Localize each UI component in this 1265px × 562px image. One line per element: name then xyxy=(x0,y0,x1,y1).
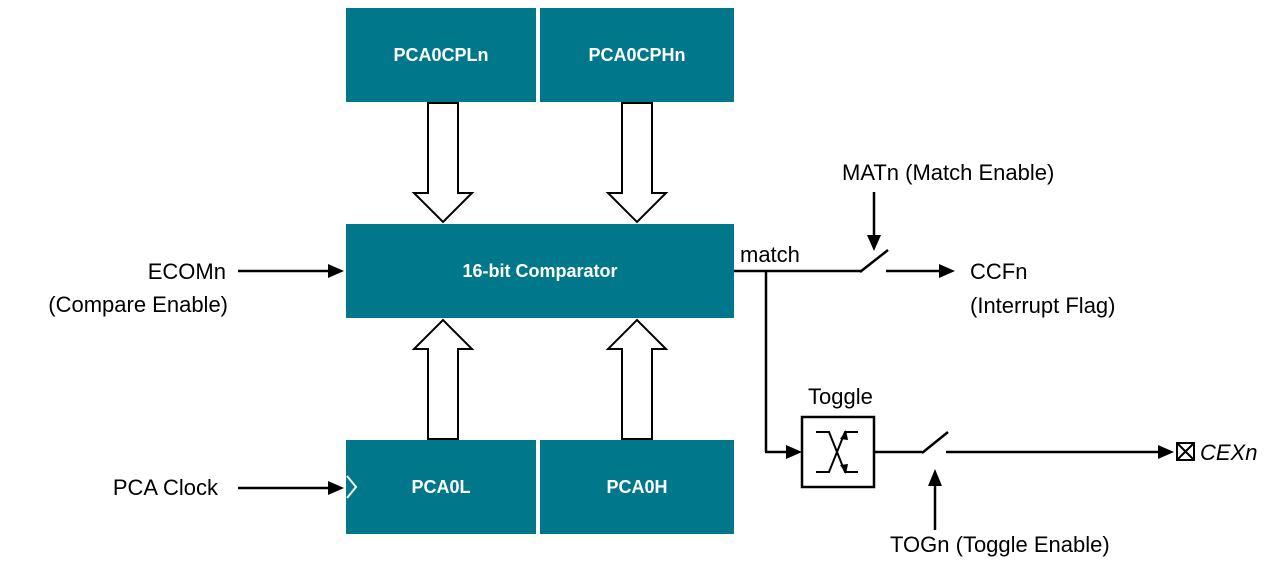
cex-arrowhead xyxy=(1158,445,1174,459)
pca0h-label: PCA0H xyxy=(606,477,667,497)
bus-arrow-pca0h-up xyxy=(605,318,669,440)
pca0h-block xyxy=(540,440,734,534)
ecom-arrowhead xyxy=(328,264,344,278)
pca0cphn-block xyxy=(540,8,734,102)
pca-clock-label: PCA Clock xyxy=(113,475,219,500)
ecom-sublabel: (Compare Enable) xyxy=(48,292,228,317)
cex-pin-icon xyxy=(1176,442,1195,461)
pca0cpln-label: PCA0CPLn xyxy=(393,45,488,65)
comparator-block xyxy=(346,224,734,318)
ccf-arrowhead xyxy=(939,264,955,278)
bus-arrow-cph-down xyxy=(605,102,669,224)
match-label: match xyxy=(740,242,800,267)
mat-switch-icon xyxy=(859,249,889,273)
toggle-label: Toggle xyxy=(808,384,873,409)
comparator-label: 16-bit Comparator xyxy=(462,261,617,281)
pca-clock-arrowhead xyxy=(328,481,344,495)
mat-enable-arrowhead xyxy=(867,235,881,251)
toggle-input-arrowhead xyxy=(786,445,802,459)
cex-label: CEXn xyxy=(1200,440,1257,465)
ecom-label: ECOMn xyxy=(148,259,226,284)
tog-enable-label: TOGn (Toggle Enable) xyxy=(890,532,1110,557)
bus-arrow-cpl-down xyxy=(411,102,475,224)
toggle-icon-arrow-up xyxy=(840,430,848,440)
ccf-label: CCFn xyxy=(970,259,1027,284)
mat-enable-label: MATn (Match Enable) xyxy=(842,160,1054,185)
bus-arrow-pca0l-up xyxy=(411,318,475,440)
pca0cpln-block xyxy=(346,8,536,102)
clock-edge-icon xyxy=(346,475,358,499)
pca0l-label: PCA0L xyxy=(411,477,470,497)
tog-switch-icon xyxy=(921,431,949,454)
toggle-icon-arrow-down xyxy=(840,464,848,474)
toggle-icon xyxy=(816,431,858,473)
pca0l-block xyxy=(346,440,536,534)
tog-enable-arrowhead xyxy=(928,469,942,486)
ccf-sublabel: (Interrupt Flag) xyxy=(970,293,1116,318)
pca0cphn-label: PCA0CPHn xyxy=(588,45,685,65)
